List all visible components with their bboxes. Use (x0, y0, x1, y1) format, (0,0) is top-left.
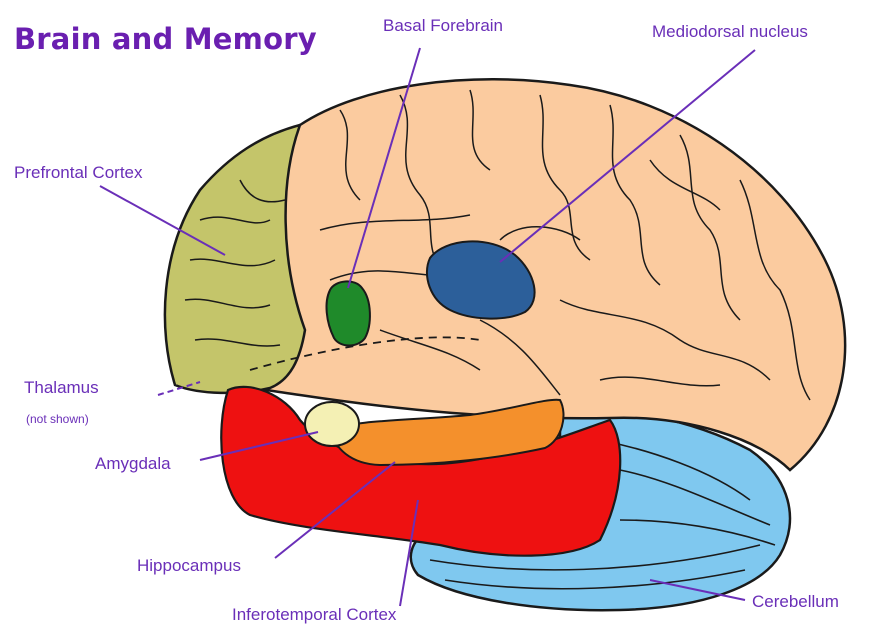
basal-forebrain-region (327, 281, 370, 345)
diagram-title: Brain and Memory (14, 22, 317, 56)
label-hippocampus: Hippocampus (137, 556, 241, 576)
amygdala-region (305, 402, 359, 446)
label-mediodorsal-nucleus: Mediodorsal nucleus (652, 22, 808, 42)
label-not-shown: (not shown) (26, 412, 89, 426)
prefrontal-cortex-region (165, 125, 305, 393)
label-cerebellum: Cerebellum (752, 592, 839, 612)
label-thalamus: Thalamus (24, 378, 99, 398)
label-amygdala: Amygdala (95, 454, 171, 474)
label-prefrontal-cortex: Prefrontal Cortex (14, 163, 143, 183)
label-inferotemporal-cortex: Inferotemporal Cortex (232, 605, 396, 625)
label-basal-forebrain: Basal Forebrain (383, 16, 503, 36)
